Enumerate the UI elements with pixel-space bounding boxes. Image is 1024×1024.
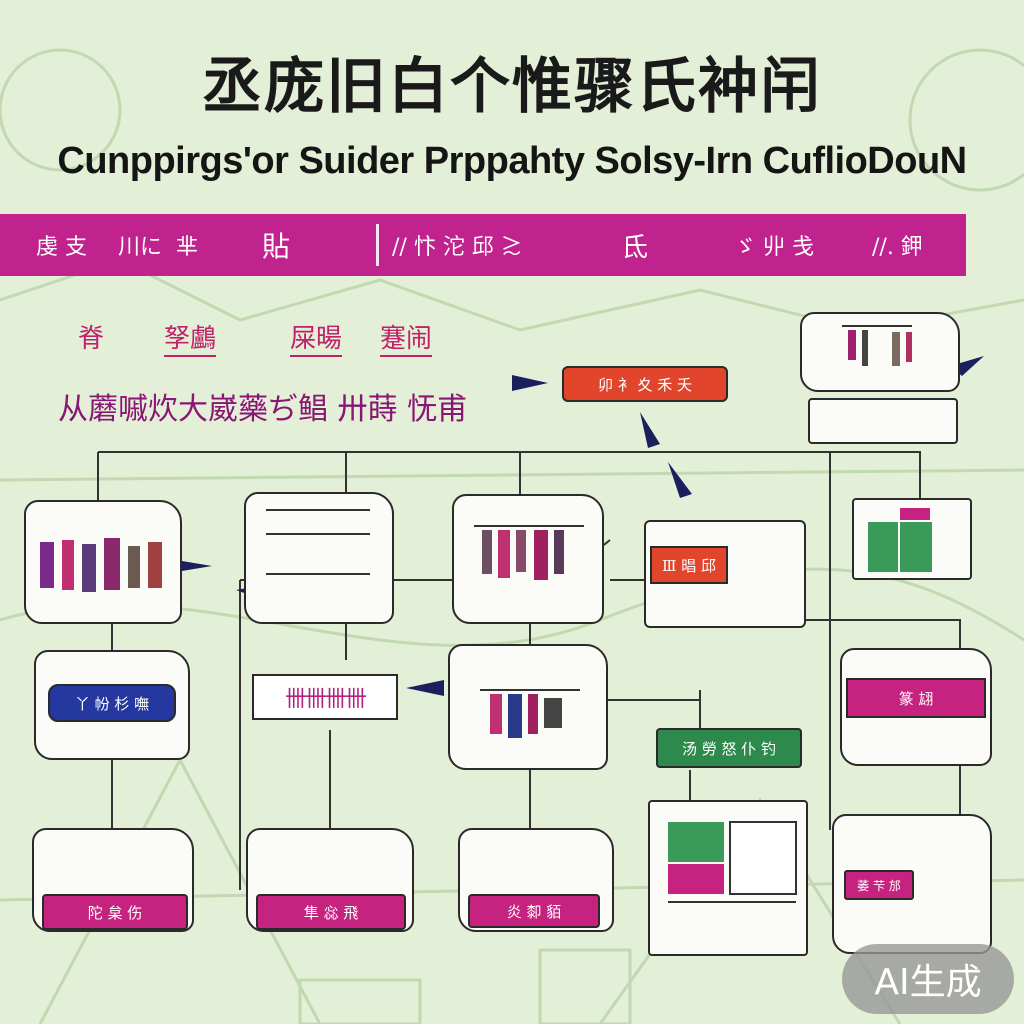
- top-red-label[interactable]: 卯 衤 夊 禾 夭: [562, 366, 728, 402]
- shelf-icon: [868, 508, 932, 572]
- subtitle-part: 蹇闹: [380, 318, 433, 357]
- striped-label[interactable]: 卌卌卌卌: [252, 674, 398, 720]
- page-title-en: Cunppirgs'or Suider Prppahty Solsy-Irn C…: [57, 140, 967, 182]
- bottom-label-1: 陀 枲 伤: [42, 894, 188, 930]
- process-node[interactable]: 丫 帉 杉 嘸: [34, 650, 190, 760]
- wardrobe-illustration-node[interactable]: [800, 312, 960, 392]
- subtitle-line2: 从蘑嘁炊大崴藥ぢ鲳 卅蒔 怃甫: [58, 392, 468, 427]
- document-icon: [266, 509, 370, 575]
- subtitle-part: 脊: [78, 324, 105, 354]
- blue-label: 丫 帉 杉 嘸: [48, 684, 176, 722]
- bottom-label-3: 炎 厀 貊: [468, 894, 600, 928]
- shelf-node[interactable]: [852, 498, 972, 580]
- closet-node[interactable]: [452, 494, 604, 624]
- bottom-node-4[interactable]: 萎 芐 邡: [832, 814, 992, 954]
- ai-generated-badge: AI生成: [842, 944, 1014, 1014]
- bottom-node-3[interactable]: 炎 厀 貊: [458, 828, 614, 932]
- banner-item: //. 鉀: [872, 235, 923, 260]
- right-pink-label: 篆 翃: [846, 678, 986, 718]
- bottom-label-4: 萎 芐 邡: [844, 870, 914, 900]
- top-right-frame[interactable]: [808, 398, 958, 444]
- banner-item: 氐: [622, 232, 649, 263]
- subtitle-part: 孥鸕: [164, 318, 217, 357]
- banner-item: ゞ 丱 戋: [734, 235, 814, 260]
- clothes-display-node[interactable]: [448, 644, 608, 770]
- document-node[interactable]: [244, 492, 394, 624]
- subtitle-part: 屎暘: [290, 318, 343, 357]
- banner-divider: [376, 224, 379, 266]
- bottom-label-2: 隼 惢 飛: [256, 894, 406, 930]
- mid-red-label: Ⅲ 晿 邱: [650, 546, 728, 584]
- storage-node[interactable]: [648, 800, 808, 956]
- clothes-rack-icon: [842, 325, 912, 366]
- right-node[interactable]: 篆 翃: [840, 648, 992, 766]
- green-label[interactable]: 汤 勞 怒 仆 钓: [656, 728, 802, 768]
- rack-node[interactable]: Ⅲ 晿 邱: [644, 520, 806, 628]
- page-title-cn: 丞庞旧白个惟骤氏衶闬: [202, 52, 822, 122]
- clothes-display-icon: [480, 689, 580, 738]
- bottom-node-2[interactable]: 隼 惢 飛: [246, 828, 414, 932]
- clothing-node[interactable]: [24, 500, 182, 624]
- banner-item: 芈: [176, 235, 199, 260]
- garments-icon: [40, 538, 162, 592]
- banner-item: 川に: [118, 235, 163, 260]
- banner-item: // 忭 沱 邱 ≳: [392, 235, 523, 260]
- bottom-node-1[interactable]: 陀 枲 伤: [32, 828, 194, 932]
- category-banner: 虔 支 川に 芈 貼 // 忭 沱 邱 ≳ 氐 ゞ 丱 戋 //. 鉀: [0, 214, 966, 276]
- banner-item: 虔 支: [36, 235, 87, 260]
- banner-item: 貼: [262, 230, 291, 263]
- closet-icon: [474, 525, 584, 580]
- storage-icon: [668, 821, 797, 903]
